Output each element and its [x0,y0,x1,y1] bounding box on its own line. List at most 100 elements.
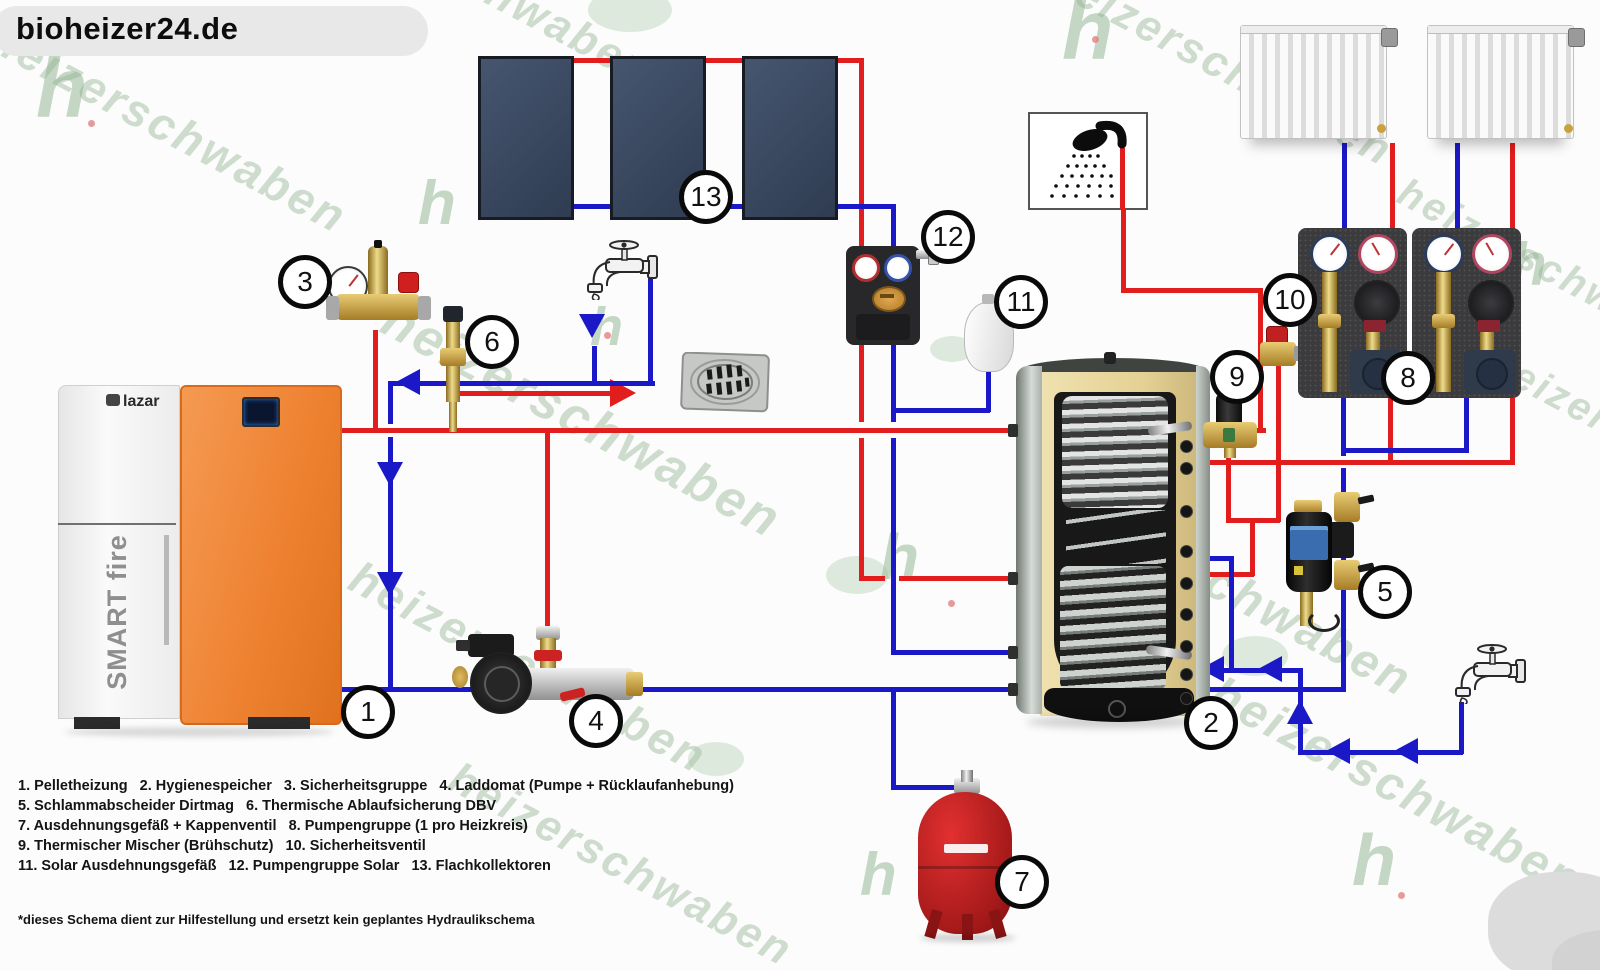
boiler-foot [248,717,310,729]
pipe-radiator2-return [1455,143,1460,229]
laddomat-unit [444,590,654,714]
pipe-cold-feed-dbv [388,381,655,386]
solar-gauge-red [852,254,880,282]
dirtmag-tee [1328,522,1354,558]
pg1-union [1318,314,1341,328]
manifold-end-cap [326,296,339,320]
radiator-2 [1427,25,1574,139]
water-tap-icon [587,240,658,300]
pipe-cold-down-upper [388,381,393,424]
tank-shell-left [1016,366,1042,714]
dbv-hex [440,348,466,366]
pipe-tank-return-right [1195,687,1345,692]
component-marker-13: 13 [679,170,733,224]
pipe-supply-branch-laddomat [545,431,550,631]
title-background [0,6,428,56]
tank-port-bolt [1180,462,1193,475]
legend-line-3: 7. Ausdehnungsgefäß + Kappenventil 8. Pu… [18,818,528,834]
legend-line-2: 5. Schlammabscheider Dirtmag 6. Thermisc… [18,798,497,814]
component-marker-1: 1 [341,685,395,739]
pipe-pg1-return [1341,398,1346,450]
pg2-gauge-red [1472,234,1512,274]
tank-port-left [1008,646,1018,659]
buffer-tank [1016,352,1210,732]
hygiene-coil-middle [1066,510,1166,564]
pipe-mixer-drop [1226,452,1231,522]
pipe-radiator1-return [1342,143,1347,229]
flow-arrow-down [377,462,403,486]
floor-drain-icon [680,352,770,413]
brand-logo-icon [106,394,120,406]
tank-port-bolt [1180,545,1193,558]
pipe-pg-return-manifold [1341,448,1469,453]
shower-icon [1028,112,1148,210]
safety-relief-cap [398,272,419,293]
legend-line-4: 9. Thermischer Mischer (Brühschutz) 10. … [18,838,426,854]
safety-group [326,240,436,332]
mixer-label [1223,428,1235,442]
watermark-red-dot [1398,892,1405,899]
flow-arrow-up [1287,700,1313,724]
flow-arrow-left [396,369,420,395]
vessel-nipple [961,770,973,782]
component-marker-8: 8 [1381,351,1435,405]
dbv-valve [440,306,468,432]
brass-manifold [336,294,420,320]
radiator-1 [1240,25,1387,139]
pipe-safety-valve-drain [1276,366,1281,522]
air-vent [368,246,388,298]
pellet-boiler: SMART fire lazar [58,385,342,737]
laddomat-end-fitting [626,672,643,696]
pg2-pump-label [1478,320,1500,332]
dirtmag-tag [1294,566,1303,575]
component-marker-5: 5 [1358,565,1412,619]
watermark-red-dot [948,600,955,607]
pipe-dhw-to-shower [1121,288,1262,293]
pg1-pump-label [1364,320,1386,332]
tank-port-bolt [1180,668,1193,681]
page-title: bioheizer24.de [16,11,239,46]
watermark-red-dot [604,332,611,339]
boiler-display [242,397,280,427]
watermark-h-glyph: h [880,521,920,593]
tank-shadow [1026,716,1200,728]
pg2-brass-pipe [1436,272,1451,392]
legend-footnote: *dieses Schema dient zur Hilfestellung u… [18,912,535,927]
watermark-h-glyph: h [860,841,897,908]
pipe-solar-supply-lower [859,438,864,578]
boiler-door-handle [164,535,169,645]
boiler-brand-label: lazar [106,393,159,411]
pipe-heating-supply [1178,460,1515,465]
legend-line-5: 11. Solar Ausdehnungsgefäß 12. Pumpengru… [18,858,551,874]
pipe-solar-supply-to-tank [859,576,885,581]
solar-gauge-blue [884,254,912,282]
gauge-needle [348,274,359,288]
tank-top-nub [1104,352,1116,364]
tank-port-bolt [1180,692,1193,705]
component-marker-2: 2 [1184,696,1238,750]
solar-coil-lower [1060,566,1166,690]
solar-collector-panel [742,56,838,220]
pipe-vessel7-drop [891,690,896,787]
pipe-safety-valve-jog [1250,518,1255,576]
pipe-solar-supply-to-tank [899,576,1019,581]
watermark-h-glyph: h [36,41,88,135]
flow-arrow-left [1326,738,1350,764]
safety-valve-body [1260,342,1296,366]
pipe-solar-return-to-tank [891,650,1021,655]
pump-group-2 [1412,228,1521,398]
dbv-stem [449,402,457,432]
laddomat-motor-box [468,634,514,657]
dirtmag-separator [1284,488,1376,638]
legend: 1. Pelletheizung 2. Hygienespeicher 3. S… [18,776,738,876]
vent-cap [374,240,382,248]
radiator1-valve [1381,28,1398,47]
pg1-brass-pipe [1322,272,1337,392]
laddomat-thermo-cap [536,626,560,640]
pipe-solar-vessel-drop [986,366,991,412]
flow-arrow-down [579,314,605,338]
tank-shell-right [1196,366,1210,714]
boiler-shadow [64,727,334,737]
watermark-leaf-blob [688,742,744,776]
